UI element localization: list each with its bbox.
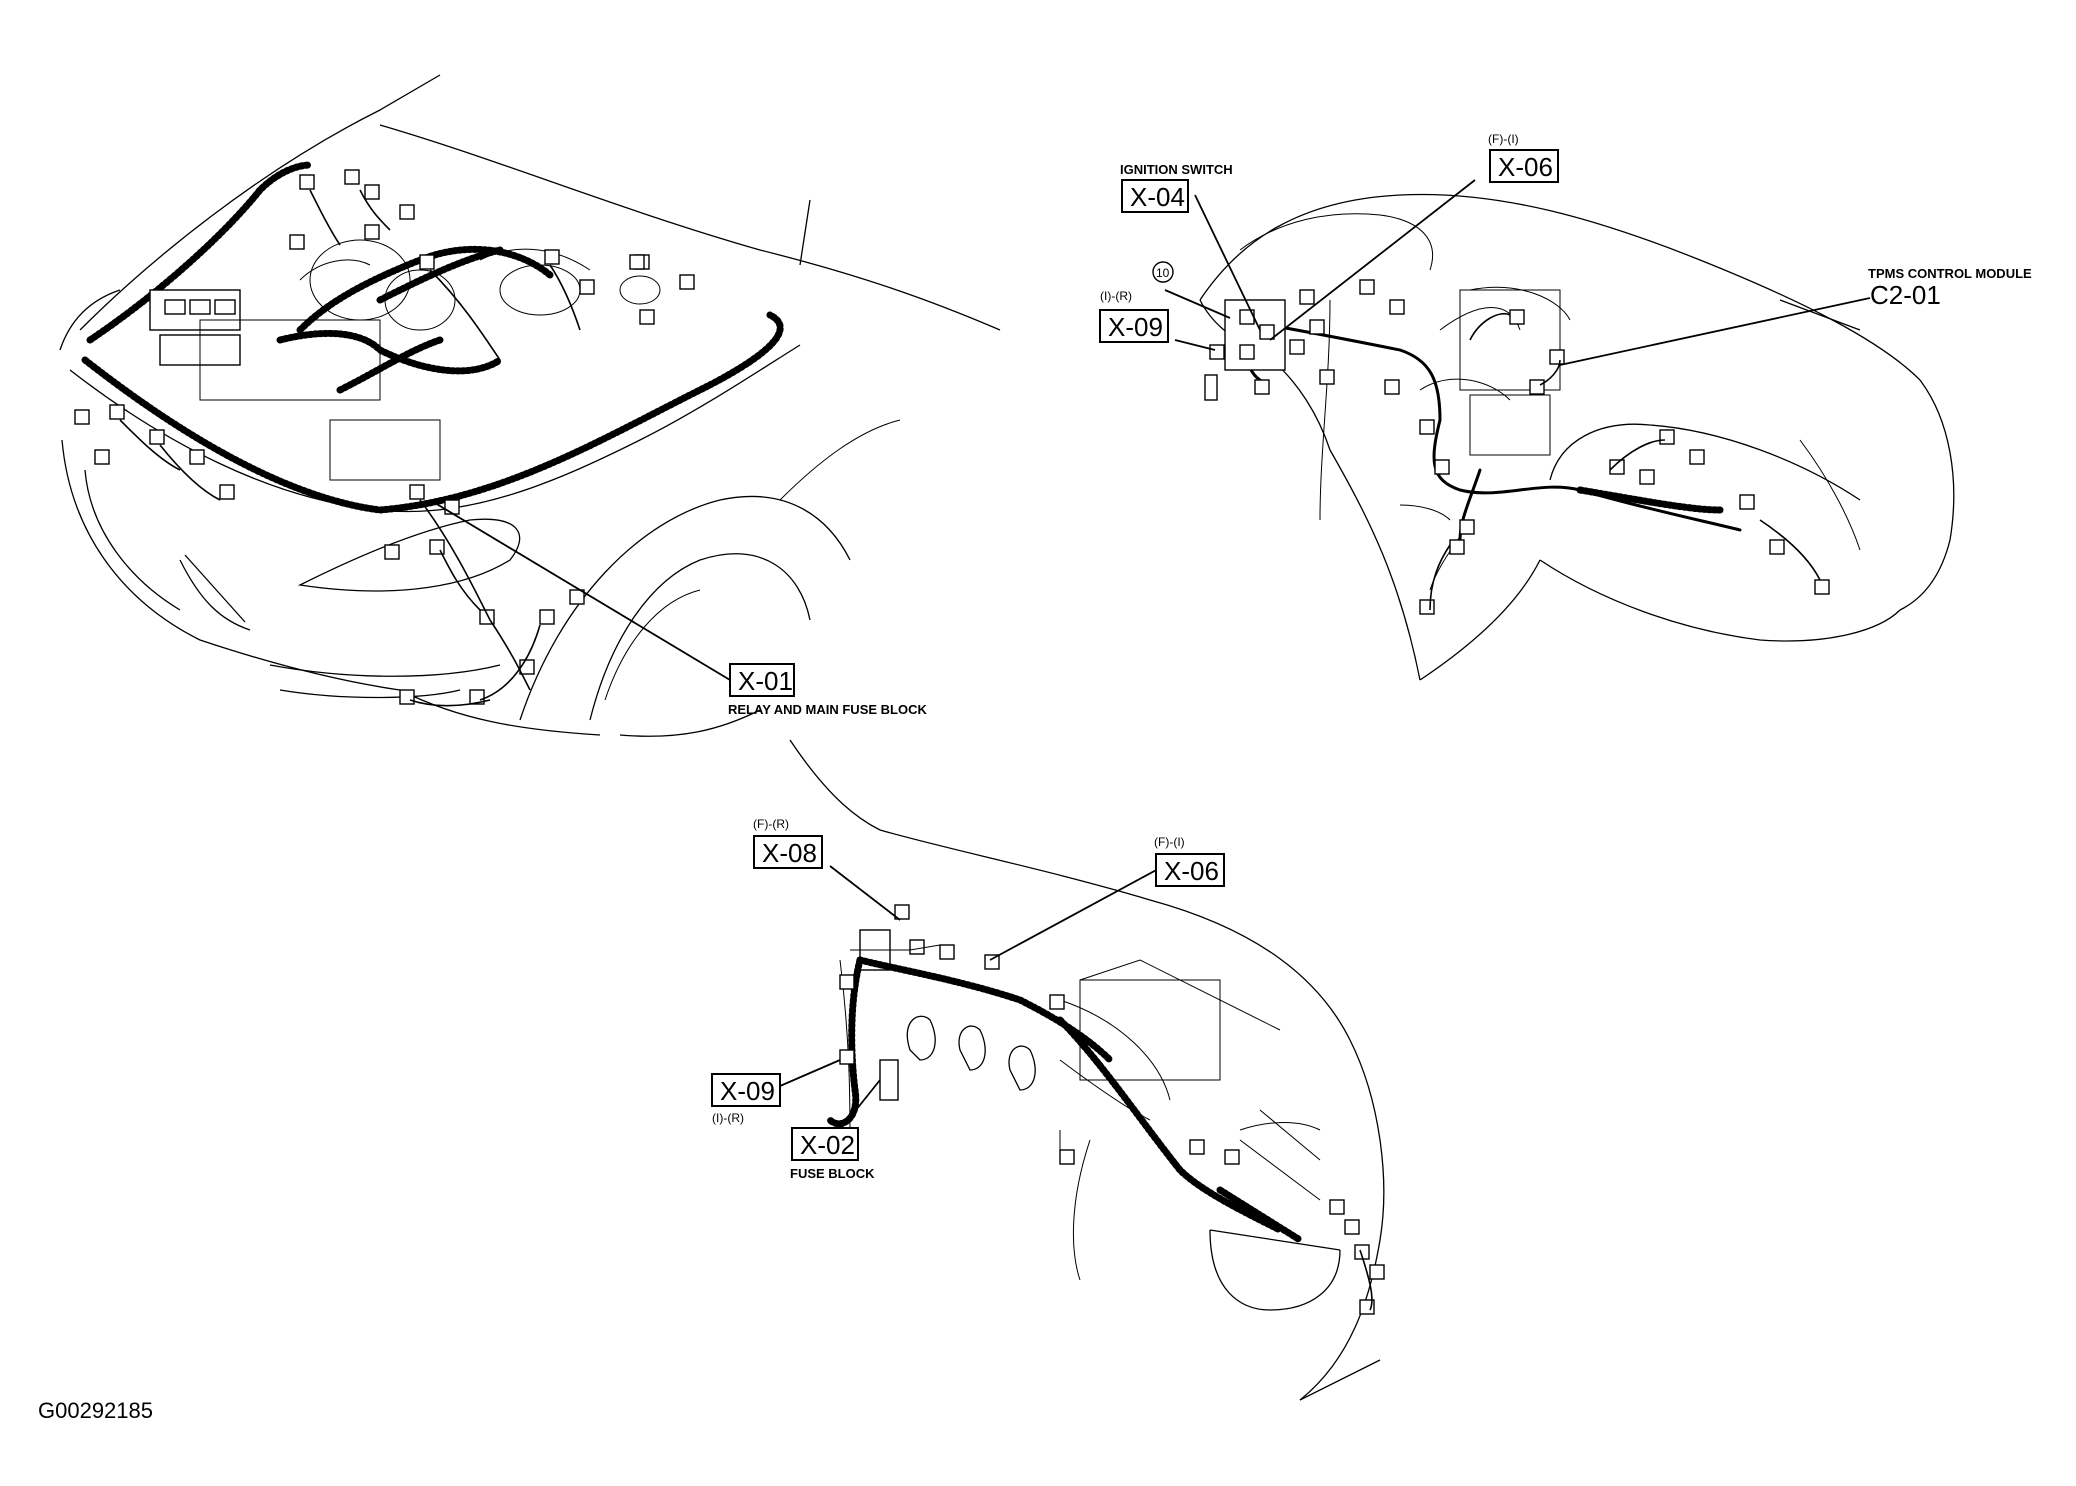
callout-x06-bottom: (F)-(I) X-06 <box>1154 835 1225 887</box>
callout-x09-top: (I)-(R) X-09 <box>1099 289 1169 343</box>
callout-x02-code: X-02 <box>800 1130 855 1160</box>
figure-id: G00292185 <box>38 1398 153 1423</box>
callout-x01-caption: RELAY AND MAIN FUSE BLOCK <box>728 702 927 717</box>
callout-x09-bottom-tag: (I)-(R) <box>712 1111 744 1125</box>
callout-x06-bottom-code: X-06 <box>1164 856 1219 886</box>
callout-x08-tag: (F)-(R) <box>753 817 789 831</box>
callout-x01-code: X-01 <box>738 666 793 696</box>
engine-compartment-view <box>59 74 1001 737</box>
callout-c201-caption: TPMS CONTROL MODULE <box>1868 266 2032 281</box>
footwell-view <box>779 739 1385 1401</box>
callout-x06-bottom-tag: (F)-(I) <box>1154 835 1185 849</box>
callout-x09-bottom-code: X-09 <box>720 1076 775 1106</box>
marker-10: 10 <box>1152 261 1174 283</box>
marker-10-label: 10 <box>1156 266 1170 280</box>
callout-x06-top: (F)-(I) X-06 <box>1488 132 1559 183</box>
callout-x02-caption: FUSE BLOCK <box>790 1166 875 1181</box>
callout-x01: X-01 RELAY AND MAIN FUSE BLOCK <box>728 663 927 717</box>
callout-x06-top-code: X-06 <box>1498 152 1553 182</box>
callout-x04: IGNITION SWITCH X-04 <box>1120 162 1233 213</box>
callout-x04-code: X-04 <box>1130 182 1185 212</box>
dashboard-view <box>1164 179 1955 681</box>
callout-x02: X-02 FUSE BLOCK <box>790 1127 875 1181</box>
callout-x08-code: X-08 <box>762 838 817 868</box>
callout-c201-code: C2-01 <box>1870 280 1941 310</box>
callout-x06-top-tag: (F)-(I) <box>1488 132 1519 146</box>
callout-c201: TPMS CONTROL MODULE C2-01 <box>1868 266 2032 310</box>
callout-x09-bottom: X-09 (I)-(R) <box>711 1073 781 1125</box>
callout-x08: (F)-(R) X-08 <box>753 817 823 869</box>
callout-x09-top-tag: (I)-(R) <box>1100 289 1132 303</box>
callout-x04-caption: IGNITION SWITCH <box>1120 162 1233 177</box>
callout-x09-top-code: X-09 <box>1108 312 1163 342</box>
